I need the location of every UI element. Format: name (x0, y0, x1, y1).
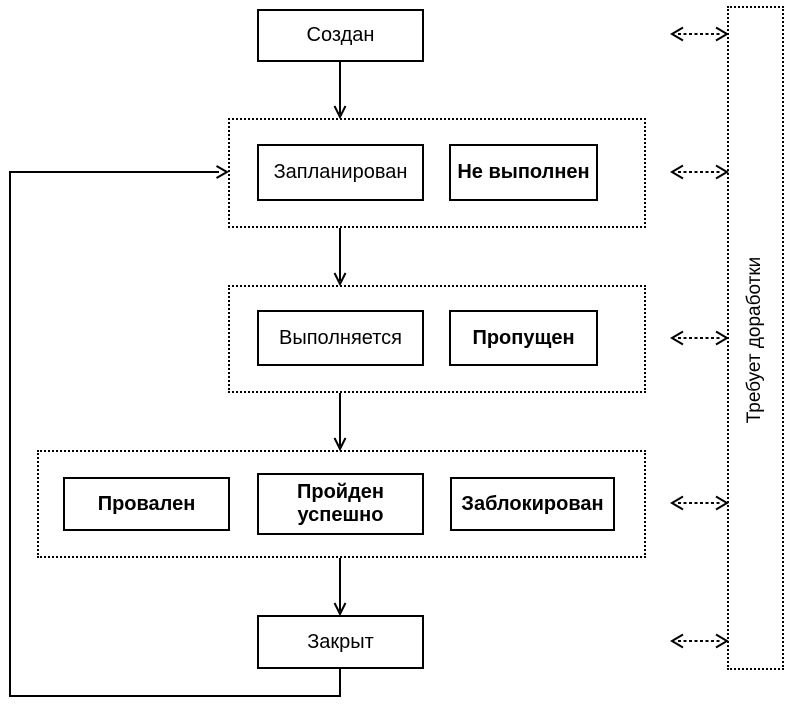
state-label-created: Создан (306, 24, 375, 46)
state-label-not-executed: Не выполнен (457, 161, 590, 183)
state-box-failed: Провален (63, 477, 230, 531)
state-label-failed: Провален (97, 492, 196, 515)
arrow-created-to-planned (333, 62, 347, 120)
arrow-executing-to-result (333, 393, 347, 452)
arrow-result-to-closed (333, 558, 347, 617)
state-label-blocked: Заблокирован (461, 492, 604, 515)
rework-panel-label: Требует доработки (744, 256, 765, 424)
state-box-planned: Запланирован (257, 144, 424, 201)
rework-double-arrow-closed (670, 633, 729, 649)
state-box-blocked: Заблокирован (450, 477, 615, 531)
arrow-planned-to-executing (333, 228, 347, 287)
group-result (37, 450, 646, 558)
state-box-created: Создан (257, 9, 424, 62)
state-label-planned: Запланирован (273, 161, 408, 183)
state-box-executing: Выполняется (257, 310, 424, 366)
state-box-closed: Закрыт (257, 615, 424, 669)
rework-double-arrow-result (670, 495, 729, 511)
rework-double-arrow-created (670, 26, 729, 42)
state-label-skipped: Пропущен (472, 326, 575, 349)
rework-panel (727, 6, 784, 670)
state-label-closed: Закрыт (307, 630, 374, 653)
rework-double-arrow-executing (670, 330, 729, 346)
state-label-passed: Пройден успешно (296, 481, 384, 526)
state-box-passed: Пройден успешно (257, 473, 424, 535)
rework-double-arrow-planned (670, 164, 729, 180)
state-label-executing: Выполняется (279, 326, 402, 349)
state-box-not-executed: Не выполнен (449, 144, 598, 201)
state-box-skipped: Пропущен (449, 310, 598, 366)
group-planned (228, 118, 646, 228)
group-executing (228, 285, 646, 393)
